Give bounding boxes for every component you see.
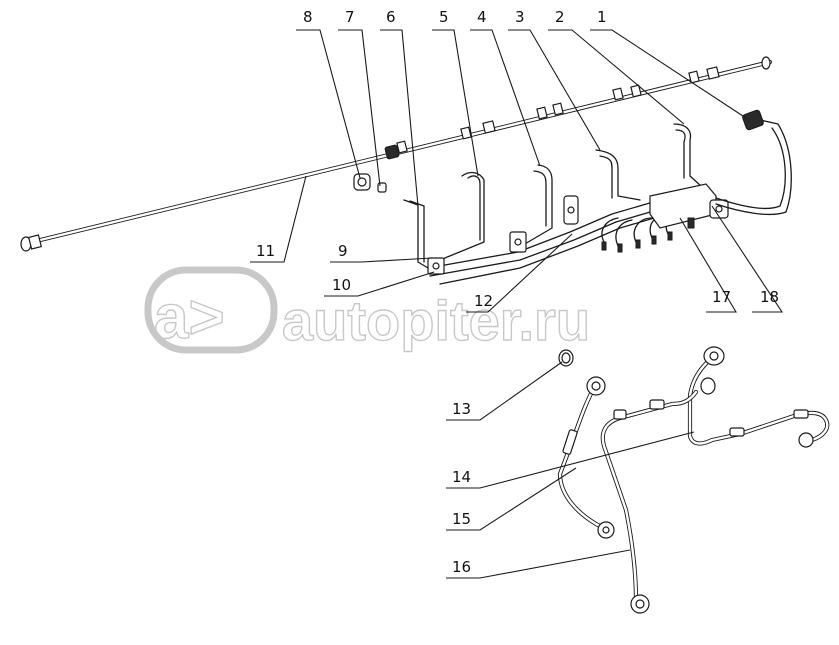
callout-17: 17 [712, 288, 731, 306]
callout-13: 13 [452, 400, 471, 418]
watermark-logo: a> autopiter.ru [144, 266, 591, 354]
callout-3: 3 [515, 8, 525, 26]
fuel-pipe-part-16 [600, 389, 699, 614]
callout-16: 16 [452, 558, 471, 576]
callout-2: 2 [555, 8, 565, 26]
callout-15: 15 [452, 510, 471, 528]
callout-1: 1 [597, 8, 607, 26]
callout-5: 5 [439, 8, 449, 26]
callout-6: 6 [386, 8, 396, 26]
leader-lines [250, 29, 784, 579]
fuel-pipe-part-14 [687, 346, 830, 448]
callout-10: 10 [332, 276, 351, 294]
watermark-mark: a> [154, 283, 225, 352]
callout-11: 11 [256, 242, 275, 260]
callout-4: 4 [477, 8, 487, 26]
callout-labels: 1 2 3 4 5 6 7 8 9 10 11 12 13 14 15 16 1… [256, 8, 779, 576]
o-ring-part-13 [558, 349, 574, 367]
callout-9: 9 [338, 242, 348, 260]
callout-18: 18 [760, 288, 779, 306]
fuel-distributor-block [649, 109, 792, 229]
sealing-washer-part-8 [353, 173, 371, 191]
callout-14: 14 [452, 468, 471, 486]
callout-12: 12 [474, 292, 493, 310]
bolt-part-7 [377, 182, 387, 193]
callout-8: 8 [303, 8, 313, 26]
watermark-text: autopiter.ru [282, 289, 590, 352]
fuel-hose-part-15 [557, 376, 615, 539]
callout-7: 7 [345, 8, 355, 26]
